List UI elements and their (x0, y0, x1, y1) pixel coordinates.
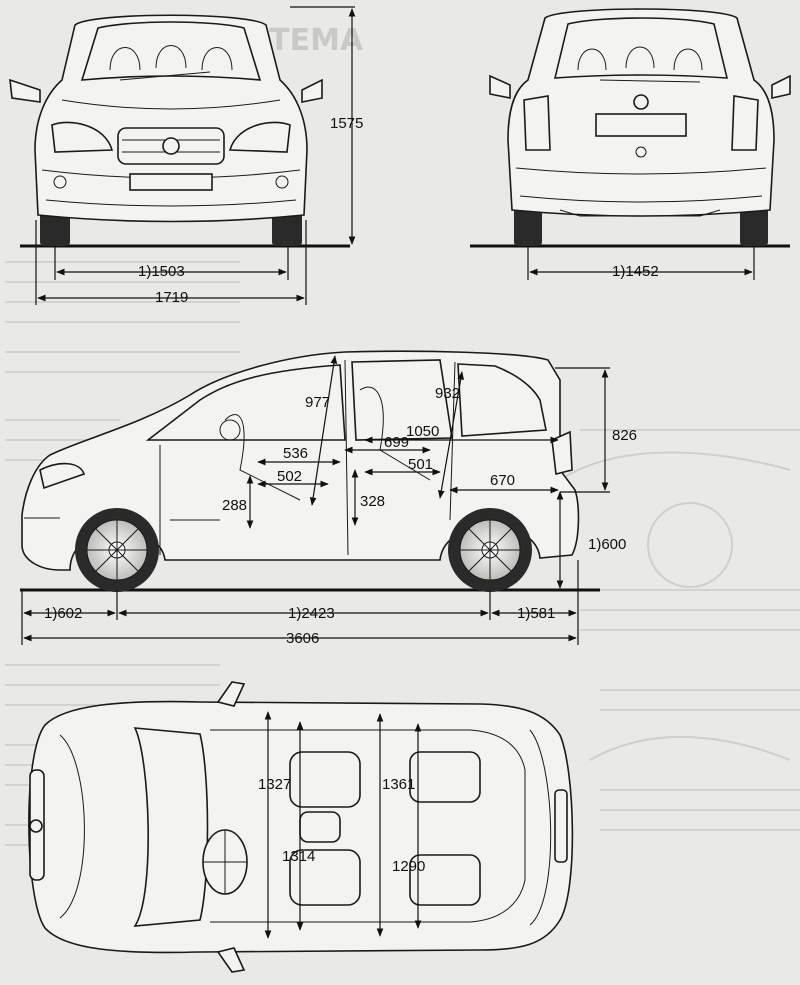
front-seat-label: 502 (277, 468, 302, 485)
rear-sill-label: 328 (360, 493, 385, 510)
front-height-label: 1575 (330, 115, 363, 132)
ghost-text-lines (5, 261, 800, 846)
front-overhang-label: 1)602 (44, 605, 82, 622)
rear-overhang-label: 1)581 (517, 605, 555, 622)
front-track-label: 1)1503 (138, 263, 185, 280)
front-leg-label: 536 (283, 445, 308, 462)
cargo-length-label: 1050 (406, 423, 439, 440)
rear-window-label: 932 (435, 385, 460, 402)
rear-track-label: 1)1452 (612, 263, 659, 280)
upper-rear-label: 826 (612, 427, 637, 444)
cargo-floor-label: 670 (490, 472, 515, 489)
overall-length-label: 3606 (286, 630, 319, 647)
rear-wheel (448, 508, 532, 592)
front-wheel (75, 508, 159, 592)
rear-view: 1)1452 (470, 8, 791, 280)
top-view: 1327 1361 1314 1290 (28, 681, 574, 973)
front-view: 1575 1)1503 1719 (9, 6, 363, 306)
rear-elbow-label: 1361 (382, 776, 415, 793)
roof-height-label: 977 (305, 394, 330, 411)
side-view: 977 932 826 536 502 699 501 1050 670 288… (20, 350, 637, 647)
ground-to-sill-label: 1)600 (588, 536, 626, 553)
rear-hip-label: 1290 (392, 858, 425, 875)
front-elbow-label: 1327 (258, 776, 291, 793)
front-hip-label: 1314 (282, 848, 315, 865)
wheelbase-label: 1)2423 (288, 605, 335, 622)
front-sill-label: 288 (222, 497, 247, 514)
front-width-label: 1719 (155, 289, 188, 306)
rear-seat-lower-label: 501 (408, 456, 433, 473)
ghost-car-outline (559, 451, 791, 761)
